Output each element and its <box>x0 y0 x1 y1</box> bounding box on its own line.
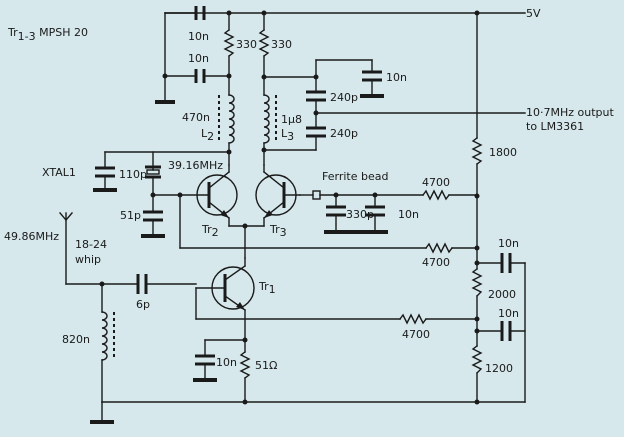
inductor-l2-name: L2 <box>201 127 214 143</box>
cap-label-10n-r2: 10n <box>498 307 519 320</box>
tr3-label: Tr3 <box>269 223 287 239</box>
tr2-label: Tr2 <box>201 223 219 239</box>
transistor-type-label: Tr1-3 MPSH 20 <box>7 26 88 43</box>
inductor-input-value: 820n <box>62 333 90 346</box>
cap-label-10n-out: 10n <box>398 208 419 221</box>
tr1-bias <box>195 287 478 325</box>
res-label-4700-a: 4700 <box>422 176 450 189</box>
res-label-330b: 330 <box>271 38 292 51</box>
res-label-4700-c: 4700 <box>402 328 430 341</box>
res-label-2000: 2000 <box>488 288 516 301</box>
tr1-label: Tr1 <box>258 280 276 296</box>
inductor-l3-name: L3 <box>281 127 294 143</box>
output-label-2: to LM3361 <box>526 120 584 133</box>
cap-label-10n-r1: 10n <box>498 237 519 250</box>
supply-label: 5V <box>526 7 541 20</box>
res-label-1200: 1200 <box>485 362 513 375</box>
cap-label-10n-topright: 10n <box>386 71 407 84</box>
cap-label-6p: 6p <box>136 298 150 311</box>
cap-label-10n-em: 10n <box>216 356 237 369</box>
emitter-network <box>193 337 251 403</box>
crystal-name: XTAL1 <box>42 166 76 179</box>
res-label-1800: 1800 <box>489 146 517 159</box>
cap-label-330p: 330p <box>346 208 374 221</box>
cap-label-240p-a: 240p <box>330 91 358 104</box>
res-label-330a: 330 <box>236 38 257 51</box>
transistor-tr1 <box>195 257 255 341</box>
cap-label-110p: 110p <box>119 168 147 181</box>
antenna-length: 18-24 <box>75 238 107 251</box>
cap-label-top1: 10n <box>188 30 209 43</box>
res-label-4700-b: 4700 <box>422 256 450 269</box>
ferrite-label: Ferrite bead <box>322 170 388 183</box>
cap-label-51p: 51p <box>120 209 141 222</box>
cap-label-240p-b: 240p <box>330 127 358 140</box>
antenna-input <box>59 212 197 403</box>
inductor-l3 <box>261 74 317 166</box>
tank-capacitors <box>306 59 526 151</box>
inductor-l3-value: 1µ8 <box>281 113 302 126</box>
antenna-freq: 49.86MHz <box>4 230 59 243</box>
inductor-l2 <box>218 94 235 166</box>
output-label-1: 10·7MHz output <box>526 106 614 119</box>
cap-label-top2: 10n <box>188 52 209 65</box>
emitter-junction <box>228 223 265 259</box>
ground-bus <box>90 399 526 424</box>
transistor-tr3 <box>255 164 301 227</box>
decoupling-capacitors <box>155 6 232 104</box>
collector-resistors <box>223 12 270 96</box>
crystal-network <box>93 149 427 249</box>
crystal-freq: 39.16MHz <box>168 159 223 172</box>
supply-rail <box>164 10 526 16</box>
antenna-type: whip <box>75 253 101 266</box>
tr2-bias <box>425 242 480 254</box>
ferrite-filter <box>299 189 478 234</box>
bias-divider <box>471 12 526 403</box>
res-label-51ohm: 51Ω <box>255 359 277 372</box>
transistor-tr2 <box>179 164 238 227</box>
inductor-l2-value: 470n <box>182 111 210 124</box>
